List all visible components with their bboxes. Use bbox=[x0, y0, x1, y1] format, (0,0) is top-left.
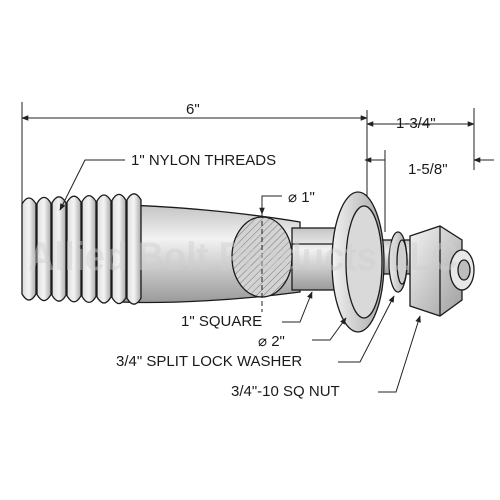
nylon-threads bbox=[21, 193, 142, 305]
callout-square-nut: 3/4"-10 SQ NUT bbox=[231, 383, 340, 400]
diameter-symbol: ⌀ bbox=[258, 333, 267, 350]
washer-face bbox=[345, 205, 383, 319]
dimension-label-right-total: 1-3/4" bbox=[396, 115, 436, 132]
leader-washer bbox=[312, 317, 347, 341]
leader-lines bbox=[59, 159, 421, 393]
leader-shank-diameter bbox=[259, 195, 282, 215]
leader-threads bbox=[59, 159, 125, 211]
thread-rib bbox=[51, 196, 67, 302]
watermark: Allied Bolt Products LLC bbox=[28, 235, 458, 279]
thread-rib bbox=[111, 193, 127, 305]
lock-washer-inner bbox=[396, 239, 408, 285]
dimension-label-right-inner: 1-5/8" bbox=[408, 161, 448, 178]
diameter-symbol: ⌀ bbox=[288, 189, 297, 206]
leader-nut bbox=[378, 315, 421, 393]
thread-rib bbox=[21, 197, 37, 301]
thread-rib bbox=[81, 194, 97, 304]
stud-tip bbox=[457, 259, 471, 281]
flat-washer bbox=[331, 191, 385, 333]
callout-washer-diameter: ⌀ 2" bbox=[258, 333, 285, 350]
leader-lock-washer bbox=[338, 295, 395, 363]
callout-square: 1" SQUARE bbox=[181, 313, 262, 330]
leader-square bbox=[282, 291, 313, 323]
square-nut bbox=[409, 225, 475, 317]
callout-shank-diameter: ⌀ 1" bbox=[288, 189, 315, 206]
thread-rib bbox=[36, 196, 52, 302]
thread-rib bbox=[96, 194, 112, 304]
callout-lock-washer: 3/4" SPLIT LOCK WASHER bbox=[116, 353, 302, 370]
thread-rib bbox=[126, 193, 142, 305]
callout-nylon-threads: 1" NYLON THREADS bbox=[131, 152, 276, 169]
thread-rib bbox=[66, 195, 82, 303]
dimension-label-overall: 6" bbox=[186, 101, 200, 118]
split-lock-washer bbox=[388, 231, 408, 293]
